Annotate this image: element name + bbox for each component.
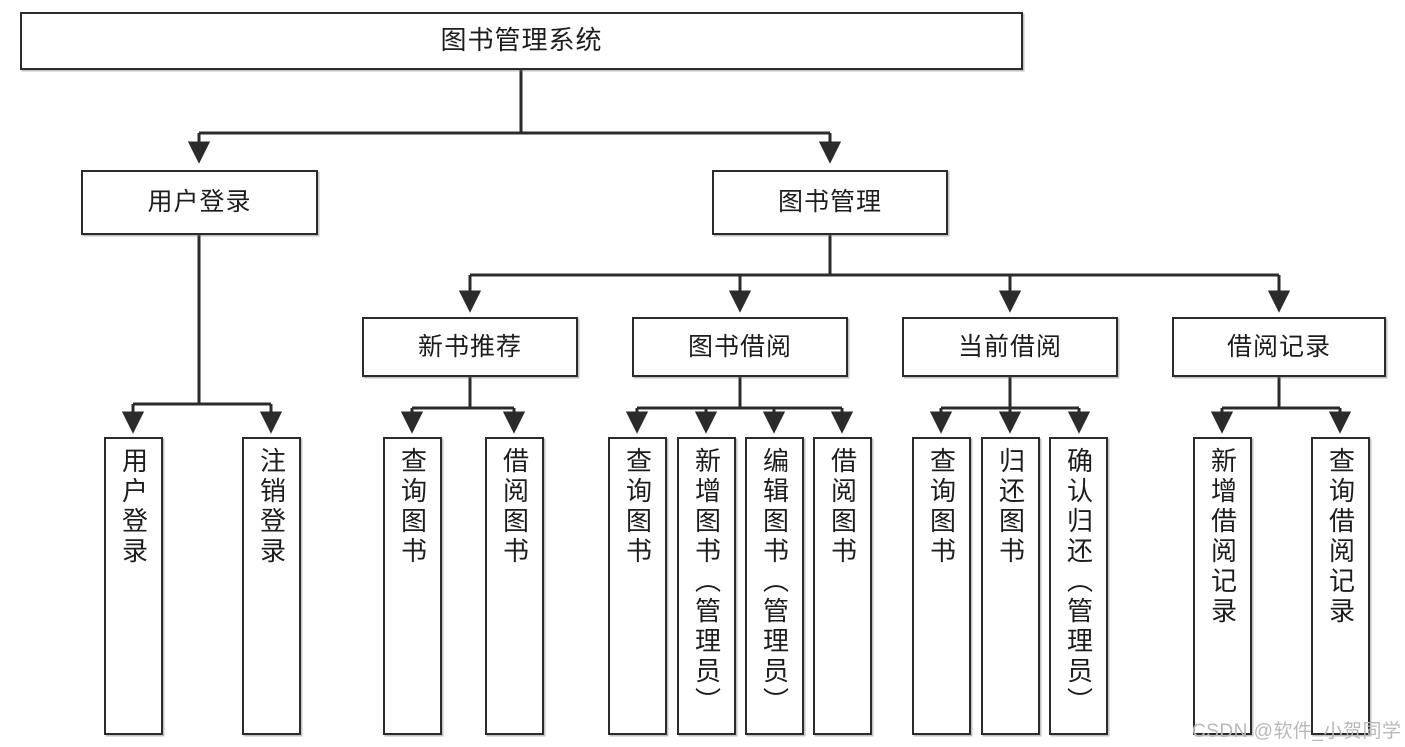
node-label: 用户登录	[118, 447, 149, 567]
node-book-management-system[interactable]: 图书管理系统	[20, 12, 1023, 70]
node-book-management[interactable]: 图书管理	[712, 170, 948, 235]
node-label: 查询借阅记录	[1325, 447, 1356, 627]
node-book-borrow[interactable]: 图书借阅	[632, 317, 848, 377]
node-label: 借阅记录	[1226, 332, 1331, 361]
node-leaf-query-book-borrow[interactable]: 查询图书	[608, 437, 667, 735]
node-leaf-borrow-book-recommend[interactable]: 借阅图书	[485, 437, 544, 735]
node-leaf-query-book-recommend[interactable]: 查询图书	[383, 437, 442, 735]
node-leaf-user-login[interactable]: 用户登录	[104, 437, 163, 735]
node-leaf-edit-book-admin[interactable]: 编辑图书（管理员）	[745, 437, 804, 735]
node-label: 图书管理系统	[440, 25, 603, 56]
node-label: 注销登录	[256, 447, 287, 567]
node-new-book-recommend[interactable]: 新书推荐	[362, 317, 578, 377]
node-label: 归还图书	[995, 447, 1026, 567]
node-label: 图书管理	[777, 188, 882, 217]
csdn-watermark: CSDN @软件_小贺同学	[1192, 721, 1402, 742]
node-label: 图书借阅	[687, 332, 792, 361]
node-label: 当前借阅	[957, 332, 1062, 361]
node-label: 借阅图书	[827, 447, 858, 567]
node-label: 新书推荐	[417, 332, 522, 361]
node-leaf-query-borrow-record[interactable]: 查询借阅记录	[1311, 437, 1370, 735]
node-label: 查询图书	[926, 447, 957, 567]
node-label: 新增借阅记录	[1207, 447, 1238, 627]
node-borrow-record[interactable]: 借阅记录	[1172, 317, 1386, 377]
node-leaf-return-book[interactable]: 归还图书	[981, 437, 1040, 735]
node-user-login[interactable]: 用户登录	[81, 170, 318, 235]
node-label: 确认归还（管理员）	[1063, 447, 1094, 717]
node-label: 借阅图书	[499, 447, 530, 567]
node-current-borrow[interactable]: 当前借阅	[902, 317, 1118, 377]
node-leaf-confirm-return-admin[interactable]: 确认归还（管理员）	[1049, 437, 1108, 735]
node-label: 查询图书	[397, 447, 428, 567]
node-leaf-add-book-admin[interactable]: 新增图书（管理员）	[677, 437, 736, 735]
node-leaf-query-book-current[interactable]: 查询图书	[912, 437, 971, 735]
node-leaf-logout[interactable]: 注销登录	[242, 437, 301, 735]
node-label: 新增图书（管理员）	[691, 447, 722, 717]
node-leaf-borrow-book[interactable]: 借阅图书	[813, 437, 872, 735]
node-label: 查询图书	[622, 447, 653, 567]
node-label: 用户登录	[147, 188, 252, 217]
node-label: 编辑图书（管理员）	[759, 447, 790, 717]
node-leaf-add-borrow-record[interactable]: 新增借阅记录	[1193, 437, 1252, 735]
